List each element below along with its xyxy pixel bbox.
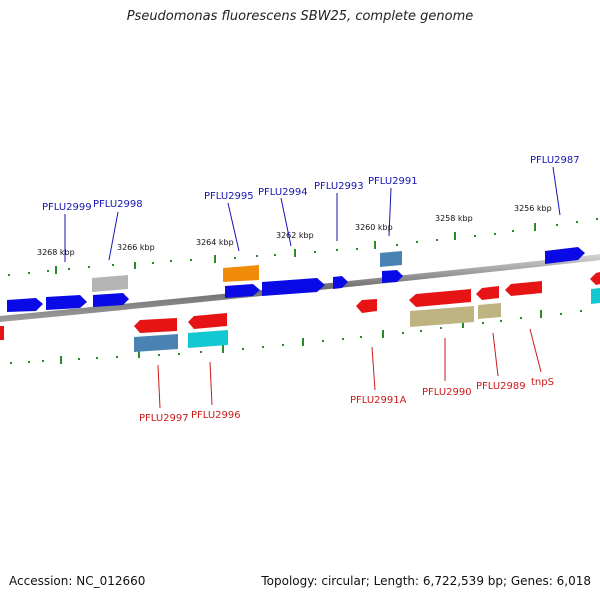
gene-label-forward[interactable]: PFLU2994 [258,187,308,198]
gene-arrow[interactable] [409,289,471,307]
forward-label-leaders [64,166,561,262]
gene-label-reverse[interactable]: PFLU2990 [422,387,472,398]
gene-arrow[interactable] [188,313,227,329]
gene-arrow[interactable] [545,247,585,264]
gene-label-reverse[interactable]: tnpS [531,377,554,388]
scale-label: 3260 kbp [355,223,393,232]
gene-label-forward[interactable]: PFLU2998 [93,199,143,210]
gene-label-forward[interactable]: PFLU2995 [204,191,254,202]
scale-label: 3268 kbp [37,248,75,257]
map-title: Pseudomonas fluorescens SBW25, complete … [126,9,474,24]
gene-arrow[interactable] [223,265,259,282]
genome-summary: Topology: circular; Length: 6,722,539 bp… [261,574,591,588]
scale-label: 3262 kbp [276,231,314,240]
gene-label-reverse[interactable]: PFLU2997 [139,413,189,424]
scale-label: 3256 kbp [514,204,552,213]
gene-label-reverse[interactable]: PFLU2991A [350,395,407,406]
accession-label: Accession: NC_012660 [9,574,146,588]
reverse-label-leaders [157,328,542,409]
forward-genes [7,247,585,312]
scale-label: 3258 kbp [435,214,473,223]
scale-label: 3266 kbp [117,243,155,252]
gene-arrow[interactable] [410,306,474,327]
forward-scale-ruler [8,218,598,276]
gene-arrow[interactable] [93,293,129,307]
gene-arrow[interactable] [356,299,377,313]
gene-label-reverse[interactable]: PFLU2996 [191,410,241,421]
gene-arrow[interactable] [380,251,402,267]
gene-label-forward[interactable]: PFLU2987 [530,155,580,166]
gene-label-reverse[interactable]: PFLU2989 [476,381,526,392]
gene-arrow[interactable] [225,284,260,298]
reverse-scale-ruler [10,310,582,364]
gene-arrow[interactable] [262,278,325,296]
gene-arrow[interactable] [92,275,128,292]
gene-arrow[interactable] [46,295,87,310]
reverse-genes [0,272,600,352]
gene-arrow[interactable] [590,272,600,285]
gene-arrow[interactable] [382,270,403,283]
gene-arrow[interactable] [505,281,542,296]
gene-arrow[interactable] [591,288,600,304]
gene-arrow[interactable] [476,286,499,300]
gene-arrow[interactable] [134,334,178,352]
scale-label: 3264 kbp [196,238,234,247]
gene-arrow[interactable] [7,298,43,312]
gene-arrow[interactable] [333,276,348,289]
gene-label-forward[interactable]: PFLU2993 [314,181,364,192]
gene-arrow[interactable] [134,318,177,333]
gene-label-forward[interactable]: PFLU2999 [42,202,92,213]
gene-arrow[interactable] [188,330,228,348]
gene-label-forward[interactable]: PFLU2991 [368,176,418,187]
gene-arrow[interactable] [478,303,501,319]
gene-arrow[interactable] [0,326,4,340]
